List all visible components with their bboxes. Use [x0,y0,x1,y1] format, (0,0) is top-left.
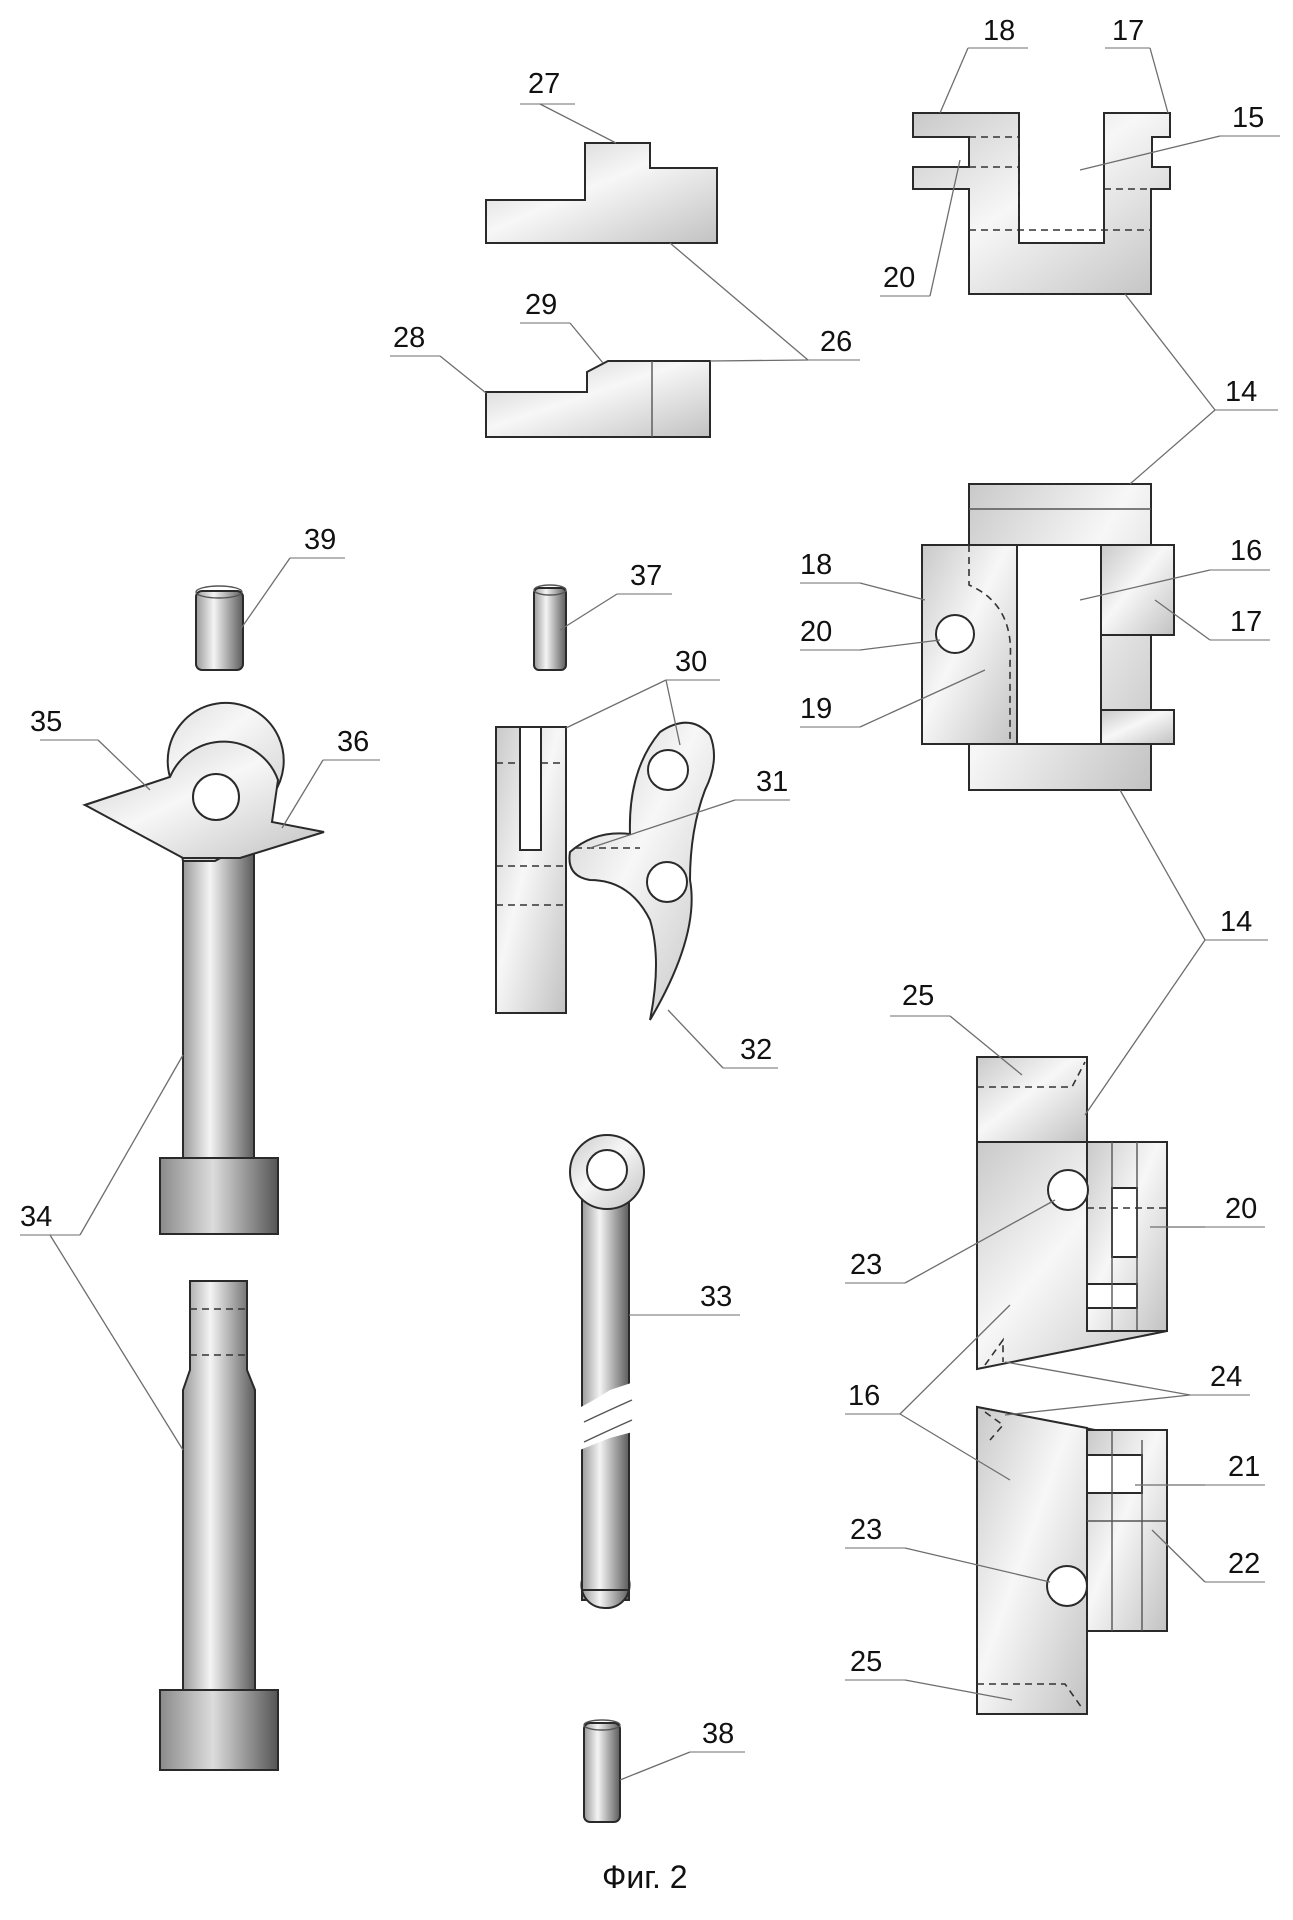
part-16-lower-hole [1047,1566,1087,1606]
part-34-rod-lower [160,1281,278,1770]
part-30-fork [496,727,566,1013]
part-34-hole [193,774,239,820]
label-34: 34 [20,1201,52,1233]
label-20: 20 [800,616,832,648]
label-28: 28 [393,322,425,354]
label-25: 25 [902,980,934,1012]
label-35: 35 [30,706,62,738]
label-18: 18 [983,15,1015,47]
part-33-eye-rod [570,1135,644,1608]
label-16: 16 [848,1380,880,1412]
label-26: 26 [820,326,852,358]
label-29: 29 [525,289,557,321]
part-34-lever [85,703,324,1234]
label-20: 20 [883,262,915,294]
part-27-block [486,143,717,243]
label-14: 14 [1225,376,1257,408]
label-33: 33 [700,1281,732,1313]
label-39: 39 [304,524,336,556]
part-33-eye-hole [587,1150,627,1190]
label-36: 36 [337,726,369,758]
part-15-u-block [913,113,1170,294]
label-24: 24 [1210,1361,1242,1393]
label-17: 17 [1112,15,1144,47]
label-31: 31 [756,766,788,798]
label-23: 23 [850,1249,882,1281]
pin-37 [534,585,566,670]
label-15: 15 [1232,102,1264,134]
label-23: 23 [850,1514,882,1546]
part-14-housing [922,484,1174,790]
label-16: 16 [1230,535,1262,567]
label-22: 22 [1228,1548,1260,1580]
pin-38 [584,1720,620,1822]
part-32-lower-hole [647,862,687,902]
label-27: 27 [528,68,560,100]
label-18: 18 [800,549,832,581]
label-32: 32 [740,1034,772,1066]
label-19: 19 [800,693,832,725]
figure-caption: Фиг. 2 [602,1859,688,1895]
label-38: 38 [702,1718,734,1750]
part-16-upper-block [977,1057,1167,1369]
pin-39 [196,586,243,670]
label-25: 25 [850,1646,882,1678]
label-37: 37 [630,560,662,592]
part-14-hole [936,615,974,653]
part-28-block [486,361,710,437]
label-17: 17 [1230,606,1262,638]
label-14: 14 [1220,906,1252,938]
part-16-lower-block [977,1407,1167,1714]
part-32-pawl [569,723,714,1020]
label-20: 20 [1225,1193,1257,1225]
label-30: 30 [675,646,707,678]
part-16-upper-hole [1048,1170,1088,1210]
part-32-upper-hole [648,750,688,790]
label-21: 21 [1228,1451,1260,1483]
